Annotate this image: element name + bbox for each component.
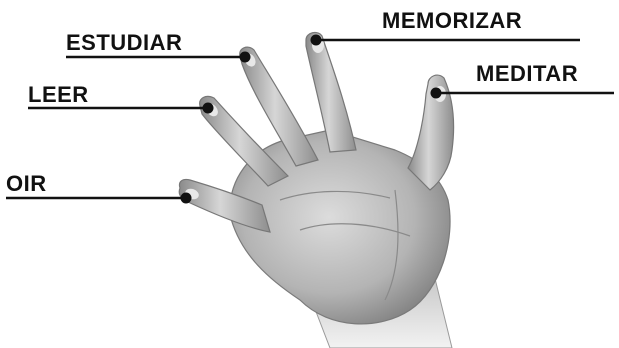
label-leer: LEER xyxy=(28,83,89,107)
label-meditar: MEDITAR xyxy=(476,62,578,86)
label-estudiar: ESTUDIAR xyxy=(66,31,182,55)
label-memorizar: MEMORIZAR xyxy=(382,9,522,33)
marker-dot-oir xyxy=(181,193,192,204)
marker-dot-leer xyxy=(203,103,214,114)
label-oir: OIR xyxy=(6,172,47,196)
marker-dot-estudiar xyxy=(240,52,251,63)
marker-dot-memorizar xyxy=(311,35,322,46)
marker-dot-meditar xyxy=(431,88,442,99)
